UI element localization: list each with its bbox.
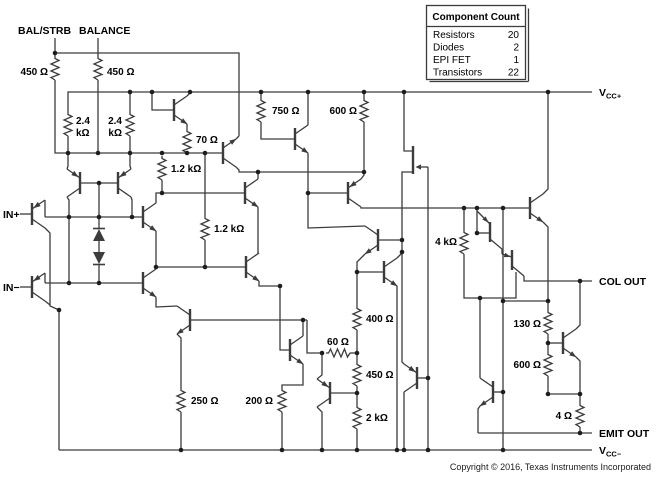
resistor-icon: [182, 128, 192, 154]
resistor-label-2k: 2 kΩ: [366, 413, 388, 424]
table-title: Component Count: [432, 12, 520, 23]
table-rows: Resistors 20 Diodes 2 EPI FET 1 Transist…: [433, 30, 519, 79]
pin-label-in-plus: IN+: [3, 209, 20, 221]
npn-transistor-icon: [478, 376, 495, 408]
resistor-label-60: 60 Ω: [327, 337, 349, 348]
table-row-value: 20: [508, 30, 520, 41]
pnp-transistor-icon: [503, 250, 514, 270]
resistor-icon: [359, 97, 369, 123]
pnp-transistor-icon: [315, 377, 332, 409]
resistor-label-600-top: 600 Ω: [330, 106, 357, 117]
resistor-label-130: 130 Ω: [514, 319, 541, 330]
resistor-label-4k: 4 kΩ: [435, 237, 457, 248]
pin-label-col-out: COL OUT: [599, 276, 647, 288]
resistor-icon: [575, 402, 585, 428]
npn-transistor-icon: [528, 192, 545, 224]
resistor-label-450-right: 450 Ω: [107, 67, 134, 78]
resistor-icon: [543, 309, 553, 335]
table-row-name: Transistors: [433, 68, 482, 79]
pnp-transistor-icon: [346, 177, 363, 209]
resistor-label-450-mid: 450 Ω: [366, 370, 393, 381]
npn-transistor-icon: [363, 224, 380, 256]
schematic-wiring: [20, 4, 592, 453]
resistor-label-2k4-left-2: kΩ: [76, 128, 90, 139]
resistor-icon: [277, 387, 287, 413]
junction-dots: [52, 50, 583, 453]
labels: BAL/STRB BALANCE IN+ IN− VCC+ COL OUT EM…: [3, 12, 651, 472]
pnp-transistor-icon: [65, 167, 82, 199]
table-row-value: 22: [508, 68, 520, 79]
vcc-plus-sub: CC+: [606, 92, 622, 101]
resistor-icon: [459, 229, 469, 255]
resistor-label-600-right: 600 Ω: [514, 360, 541, 371]
pin-label-in-minus: IN−: [3, 282, 20, 294]
resistor-label-750: 750 Ω: [272, 106, 299, 117]
npn-transistor-icon: [382, 256, 399, 288]
pnp-transistor-icon: [482, 216, 492, 242]
vcc-minus-main: V: [599, 445, 606, 457]
npn-transistor-icon: [293, 123, 310, 155]
resistor-icon: [352, 361, 362, 387]
resistor-label-2k4-right-2: kΩ: [108, 128, 122, 139]
resistor-icon: [93, 55, 103, 81]
npn-transistor-icon: [244, 251, 261, 283]
table-row-name: EPI FET: [433, 55, 471, 66]
diode-icon: [93, 252, 105, 266]
pin-label-bal-strb: BAL/STRB: [18, 25, 71, 37]
npn-transistor-icon: [141, 201, 158, 233]
transistor-icons: [30, 94, 578, 409]
pnp-transistor-icon: [30, 271, 47, 303]
resistor-label-1k2-b: 1.2 kΩ: [214, 224, 244, 235]
pin-label-emit-out: EMIT OUT: [599, 428, 650, 440]
resistor-label-2k4-left-1: 2.4: [76, 116, 90, 127]
vcc-minus-sub: CC−: [606, 450, 622, 459]
resistor-icon: [543, 351, 553, 377]
vcc-plus-main: V: [599, 87, 606, 99]
resistor-icon: [50, 55, 60, 81]
resistor-label-4: 4 Ω: [556, 411, 572, 422]
table-row-value: 1: [513, 55, 519, 66]
resistor-label-400: 400 Ω: [366, 314, 393, 325]
npn-transistor-icon: [221, 137, 238, 169]
resistor-icon: [325, 348, 351, 358]
resistor-icons: [50, 55, 585, 430]
resistor-label-2k4-right-1: 2.4: [108, 116, 122, 127]
wires: [20, 38, 592, 451]
jfet-icon: [411, 146, 421, 174]
npn-transistor-icon: [288, 334, 305, 366]
resistor-icon: [200, 215, 210, 241]
pin-label-vcc-plus: VCC+: [599, 87, 622, 101]
resistor-label-70: 70 Ω: [196, 135, 218, 146]
diode-icons: [93, 227, 105, 266]
npn-transistor-icon: [141, 267, 158, 299]
table-row-name: Resistors: [433, 30, 475, 41]
npn-transistor-icon: [172, 94, 189, 126]
pnp-transistor-icon: [402, 362, 419, 394]
npn-transistor-icon: [243, 177, 260, 209]
diode-icon: [93, 227, 105, 241]
pin-label-vcc-minus: VCC−: [599, 445, 622, 459]
resistor-icon: [256, 97, 266, 123]
resistor-icon: [176, 387, 186, 413]
npn-transistor-icon: [561, 327, 578, 359]
resistor-icon: [63, 111, 73, 137]
component-count-table: [425, 4, 530, 83]
resistor-label-450-left: 450 Ω: [21, 67, 48, 78]
pnp-transistor-icon: [116, 167, 133, 199]
resistor-label-200: 200 Ω: [246, 396, 273, 407]
resistor-icon: [352, 404, 362, 430]
resistor-icon: [125, 111, 135, 137]
npn-transistor-icon: [175, 304, 192, 336]
resistor-icon: [157, 155, 167, 181]
table-row-value: 2: [513, 43, 519, 54]
resistor-label-250: 250 Ω: [191, 396, 218, 407]
resistor-icon: [352, 305, 362, 331]
copyright-text: Copyright © 2016, Texas Instruments Inco…: [450, 462, 651, 472]
resistor-label-1k2-a: 1.2 kΩ: [171, 164, 201, 175]
pnp-transistor-icon: [30, 198, 47, 230]
table-row-name: Diodes: [433, 43, 464, 54]
pin-label-balance: BALANCE: [79, 25, 130, 37]
